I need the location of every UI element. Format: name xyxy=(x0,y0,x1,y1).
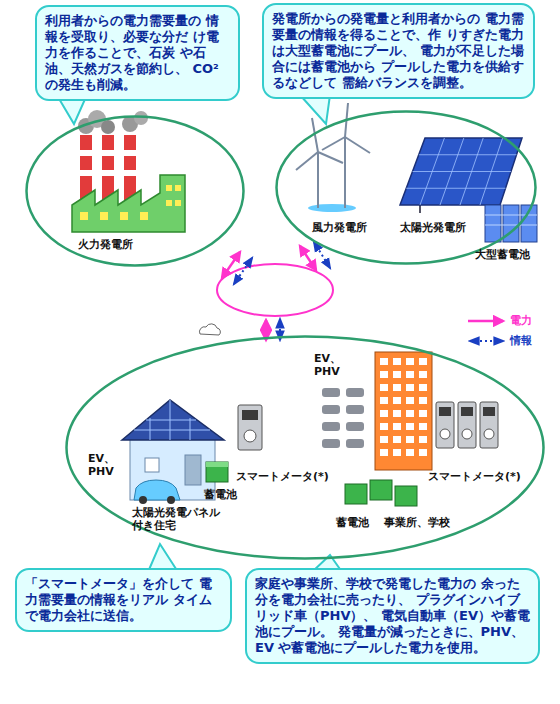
legend-samples xyxy=(468,321,503,341)
callout-tails xyxy=(58,95,342,572)
part-label: 太陽光発電所 xyxy=(400,221,466,234)
ellipse-outline xyxy=(25,115,245,267)
part-label: 火力発電所 xyxy=(78,238,133,251)
callout-text: 利用者からの電力需要量の 情報を受取り、必要な分だ け電力を作ることで、石炭 や… xyxy=(45,13,230,93)
part-label: EV、 PHV xyxy=(88,452,115,478)
speech-callout: 発電所からの発電量と利用者からの 電力需要量の情報を得ることで、作 りすぎた電力… xyxy=(262,3,535,99)
thermal-plant xyxy=(72,110,185,232)
legend-label: 電力 xyxy=(510,314,532,327)
network-cloud xyxy=(217,264,333,316)
part-label: 蓄電池 xyxy=(336,516,369,529)
part-label: スマートメータ(*) xyxy=(236,470,329,483)
part-label: 風力発電所 xyxy=(312,221,367,234)
small-cloud xyxy=(199,324,220,335)
ellipse-outline xyxy=(275,110,537,265)
callout-text: 家庭や事業所、学校で発電した電力の 余った分を電力会社に売ったり、 プラグインハ… xyxy=(255,576,530,656)
solar-plant xyxy=(400,138,522,213)
legend-label: 情報 xyxy=(510,334,532,347)
part-label: 事業所、学校 xyxy=(384,516,450,529)
speech-callout: 家庭や事業所、学校で発電した電力の 余った分を電力会社に売ったり、 プラグインハ… xyxy=(245,568,540,664)
region-ellipse: 火力発電所 xyxy=(25,115,245,267)
callout-text: 発電所からの発電量と利用者からの 電力需要量の情報を得ることで、作 りすぎた電力… xyxy=(272,11,525,91)
part-label: スマートメータ(*) xyxy=(428,470,521,483)
part-label: 大型蓄電池 xyxy=(475,248,530,261)
solar-house xyxy=(122,400,262,504)
speech-callout: 「スマートメータ」を介して 電力需要量の情報をリアル タイムで電力会社に送信。 xyxy=(15,568,232,632)
region-ellipse: 風力発電所 太陽光発電所大型蓄電池 xyxy=(275,110,537,265)
callout-tail xyxy=(300,95,330,124)
region-ellipse: EV、 PHVスマートメータ(*)蓄電池太陽光発電パネル 付き住宅EV、 PHV… xyxy=(65,335,545,560)
flow-arrows xyxy=(222,242,330,340)
part-label: EV、 PHV xyxy=(314,352,341,378)
part-label: 太陽光発電パネル 付き住宅 xyxy=(132,506,228,532)
callout-text: 「スマートメータ」を介して 電力需要量の情報をリアル タイムで電力会社に送信。 xyxy=(25,576,222,624)
wind-turbines xyxy=(296,103,370,212)
speech-callout: 利用者からの電力需要量の 情報を受取り、必要な分だ け電力を作ることで、石炭 や… xyxy=(35,5,240,101)
part-label: 蓄電池 xyxy=(204,488,237,501)
